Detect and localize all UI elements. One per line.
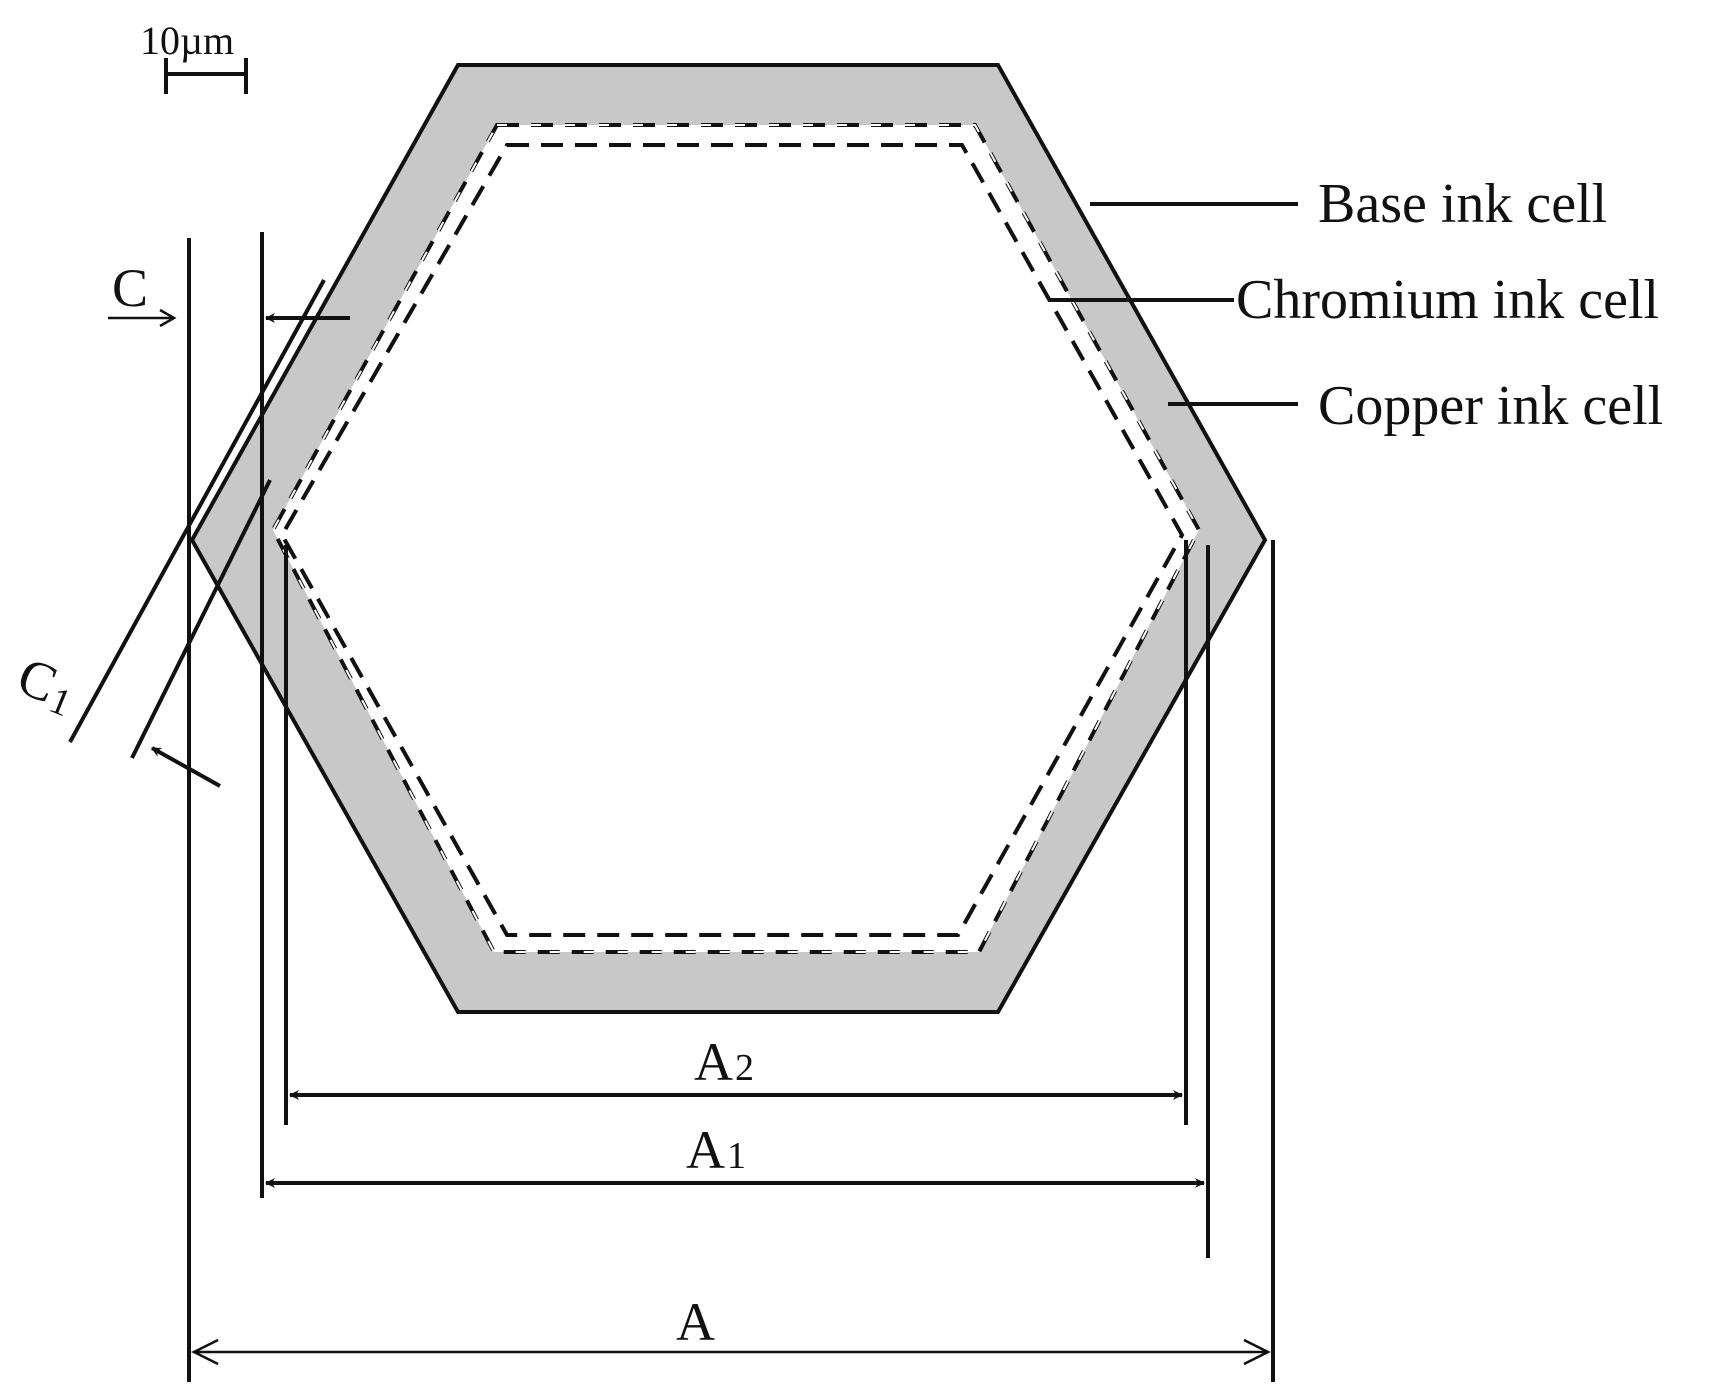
chromium-ink-cell-overlay	[271, 124, 1201, 953]
dimension-label-c: C	[112, 258, 148, 318]
legend-base-ink-cell: Base ink cell	[1318, 173, 1607, 235]
legend-chromium-ink-cell: Chromium ink cell	[1236, 269, 1659, 331]
dimension-c	[108, 308, 350, 328]
dimension-label-a: A	[676, 1292, 715, 1352]
dimension-label-c1: C1	[8, 645, 84, 725]
copper-ink-cell-outline	[279, 143, 1185, 937]
extension-lines	[187, 232, 1275, 1382]
base-ink-cell-outline	[189, 63, 1268, 1014]
legend-leaders	[1048, 202, 1298, 406]
scale-bar: 10µm	[140, 18, 248, 94]
scale-bar-label: 10µm	[140, 18, 234, 63]
dimension-c1	[68, 279, 326, 788]
dimension-label-a2: A2	[694, 1032, 754, 1092]
dimension-label-a1: A1	[686, 1120, 746, 1180]
legend-copper-ink-cell: Copper ink cell	[1318, 375, 1663, 437]
dimension-arrow-a	[191, 1338, 1271, 1366]
